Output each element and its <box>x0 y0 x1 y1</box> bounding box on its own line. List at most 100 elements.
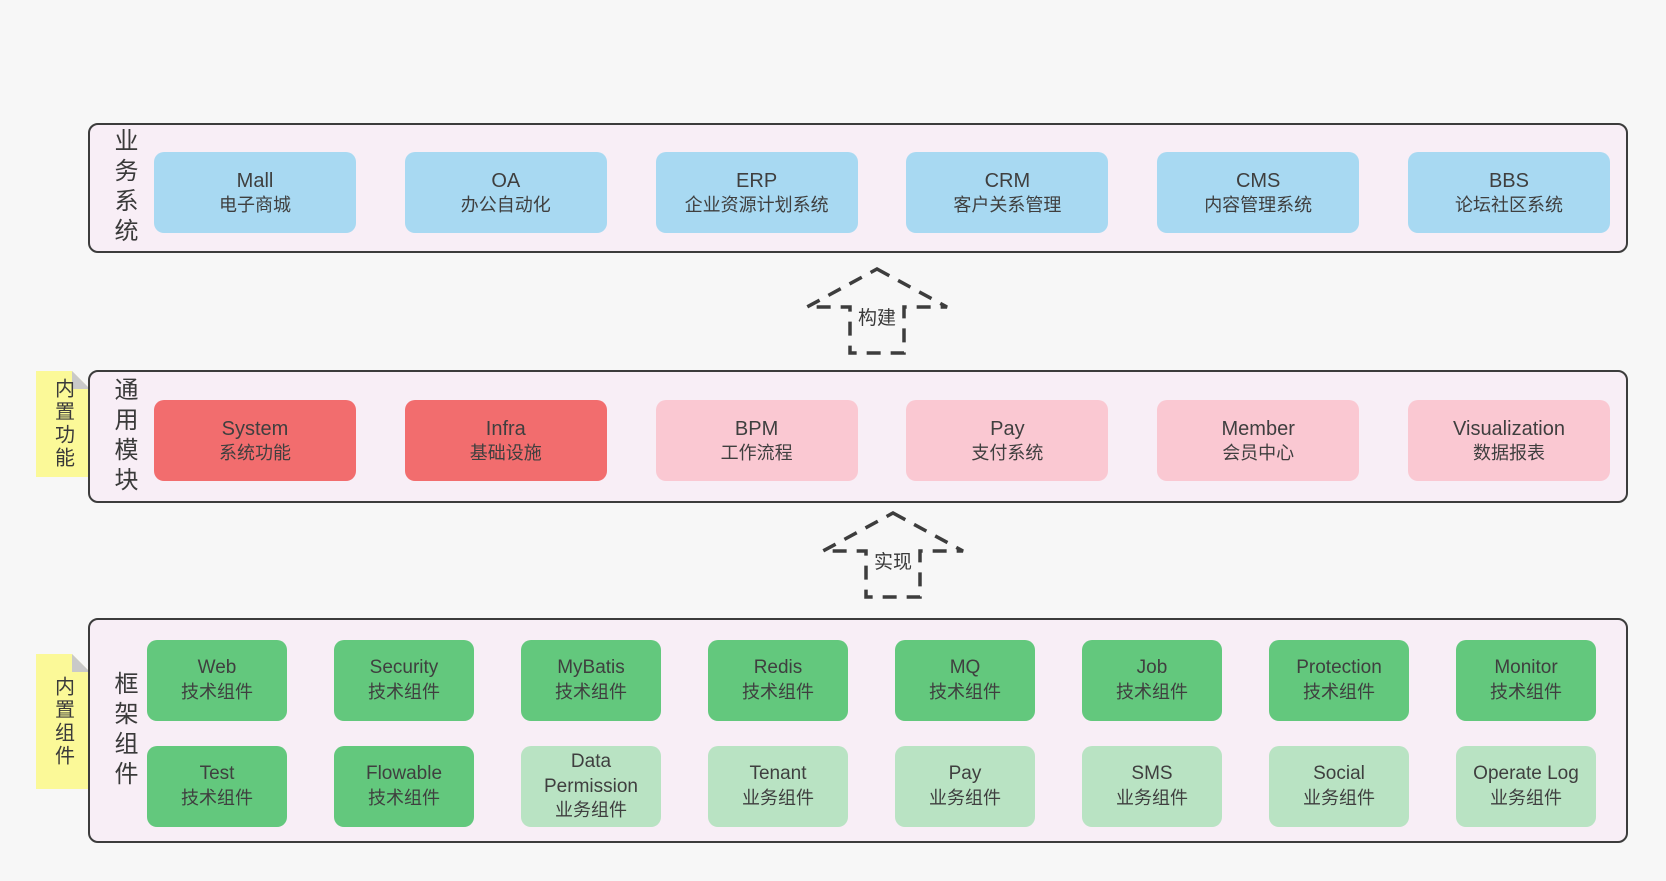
box-redis: Redis 技术组件 <box>708 640 848 721</box>
box-subtitle: 技术组件 <box>368 788 440 809</box>
box-title: Social <box>1313 763 1365 785</box>
box-cms: CMS 内容管理系统 <box>1157 152 1360 233</box>
box-title: MQ <box>949 657 981 679</box>
box-title: SMS <box>1131 763 1173 785</box>
box-subtitle: 企业资源计划系统 <box>684 194 829 215</box>
box-title: Pay <box>990 417 1025 440</box>
box-subtitle: 工作流程 <box>720 442 793 463</box>
box-tenant: Tenant 业务组件 <box>708 746 848 827</box>
box-title: BPM <box>734 417 779 440</box>
box-subtitle: 技术组件 <box>555 682 627 703</box>
sticky-note-label: 内置组件 <box>51 675 74 768</box>
box-subtitle: 基础设施 <box>469 442 542 463</box>
box-subtitle: 技术组件 <box>1490 682 1562 703</box>
box-title: Job <box>1136 657 1168 679</box>
box-subtitle: 客户关系管理 <box>953 194 1062 215</box>
box-mq: MQ 技术组件 <box>895 640 1035 721</box>
box-subtitle: 业务组件 <box>929 788 1001 809</box>
arrow-build-label: 构建 <box>853 303 901 330</box>
framework-boxes-row-1: Web 技术组件 Security 技术组件 MyBatis 技术组件 Redi… <box>147 640 1596 721</box>
box-subtitle: 论坛社区系统 <box>1454 194 1563 215</box>
box-protection: Protection 技术组件 <box>1269 640 1409 721</box>
box-erp: ERP 企业资源计划系统 <box>655 152 858 233</box>
up-arrow-icon <box>806 267 948 355</box>
box-member: Member 会员中心 <box>1157 400 1360 481</box>
box-subtitle: 业务组件 <box>742 788 814 809</box>
box-subtitle: 内容管理系统 <box>1204 194 1313 215</box>
box-title: System <box>221 417 289 440</box>
box-subtitle: 技术组件 <box>1303 682 1375 703</box>
box-operate-log: Operate Log 业务组件 <box>1456 746 1596 827</box>
box-social: Social 业务组件 <box>1269 746 1409 827</box>
layer-business-systems: 业务系统 Mall 电子商城 OA 办公自动化 ERP 企业资源计划系统 CRM… <box>88 123 1628 253</box>
box-subtitle: 数据报表 <box>1472 442 1545 463</box>
layer-framework-components: 框架组件 Web 技术组件 Security 技术组件 MyBatis 技术组件… <box>88 618 1628 843</box>
box-title: CMS <box>1235 169 1281 192</box>
layer-modules-label: 通用模块 <box>110 376 137 497</box>
box-bpm: BPM 工作流程 <box>655 400 858 481</box>
box-oa: OA 办公自动化 <box>404 152 607 233</box>
business-boxes-row: Mall 电子商城 OA 办公自动化 ERP 企业资源计划系统 CRM 客户关系… <box>154 152 1610 233</box>
framework-boxes-row-2: Test 技术组件 Flowable 技术组件 Data Permission … <box>147 746 1596 827</box>
box-pay: Pay 支付系统 <box>906 400 1109 481</box>
box-subtitle: 技术组件 <box>181 788 253 809</box>
folded-corner-icon <box>72 371 90 389</box>
box-subtitle: 技术组件 <box>742 682 814 703</box>
arrow-implement: 实现 <box>820 510 966 600</box>
box-bbs: BBS 论坛社区系统 <box>1407 152 1610 233</box>
box-title: Pay <box>948 763 982 785</box>
box-subtitle: 技术组件 <box>929 682 1001 703</box>
box-mybatis: MyBatis 技术组件 <box>521 640 661 721</box>
box-subtitle: 支付系统 <box>971 442 1044 463</box>
box-title: BBS <box>1488 169 1529 192</box>
box-security: Security 技术组件 <box>334 640 474 721</box>
box-data-permission: Data Permission 业务组件 <box>521 746 661 827</box>
modules-boxes-row: System 系统功能 Infra 基础设施 BPM 工作流程 Pay 支付系统… <box>154 400 1610 481</box>
box-title: CRM <box>984 169 1031 192</box>
box-title: Data Permission <box>544 751 638 797</box>
box-title: Protection <box>1296 657 1382 679</box>
box-subtitle: 业务组件 <box>1490 788 1562 809</box>
box-job: Job 技术组件 <box>1082 640 1222 721</box>
box-title: Member <box>1221 417 1295 440</box>
box-title: Web <box>197 657 237 679</box>
box-subtitle: 技术组件 <box>368 682 440 703</box>
layer-common-modules: 通用模块 System 系统功能 Infra 基础设施 BPM 工作流程 Pay… <box>88 370 1628 503</box>
box-title: Visualization <box>1453 417 1565 440</box>
box-web: Web 技术组件 <box>147 640 287 721</box>
box-title: Flowable <box>365 763 443 785</box>
box-subtitle: 业务组件 <box>555 800 627 821</box>
box-subtitle: 会员中心 <box>1222 442 1295 463</box>
box-subtitle: 电子商城 <box>219 194 291 215</box>
arrow-build: 构建 <box>804 266 950 356</box>
box-visualization: Visualization 数据报表 <box>1407 400 1610 481</box>
box-subtitle: 技术组件 <box>1116 682 1188 703</box>
box-test: Test 技术组件 <box>147 746 287 827</box>
box-title: Redis <box>753 657 803 679</box>
box-infra: Infra 基础设施 <box>404 400 607 481</box>
box-mall: Mall 电子商城 <box>154 152 356 233</box>
sticky-note-builtin-functions: 内置功能 <box>36 371 90 477</box>
box-crm: CRM 客户关系管理 <box>906 152 1109 233</box>
box-subtitle: 办公自动化 <box>460 194 551 215</box>
box-subtitle: 系统功能 <box>219 442 291 463</box>
box-title: Mall <box>236 169 274 192</box>
box-system: System 系统功能 <box>154 400 356 481</box>
box-subtitle: 业务组件 <box>1116 788 1188 809</box>
box-title: Operate Log <box>1473 763 1579 785</box>
sticky-note-label: 内置功能 <box>51 378 74 470</box>
layer-framework-label: 框架组件 <box>110 670 137 791</box>
box-title: Test <box>199 763 235 785</box>
box-title: Infra <box>485 417 526 440</box>
box-title: Monitor <box>1494 657 1558 679</box>
box-title: OA <box>491 169 521 192</box>
box-subtitle: 技术组件 <box>181 682 253 703</box>
box-flowable: Flowable 技术组件 <box>334 746 474 827</box>
box-sms: SMS 业务组件 <box>1082 746 1222 827</box>
box-title: Tenant <box>749 763 807 785</box>
box-subtitle: 业务组件 <box>1303 788 1375 809</box>
box-title: MyBatis <box>557 657 625 679</box>
box-monitor: Monitor 技术组件 <box>1456 640 1596 721</box>
box-pay-business: Pay 业务组件 <box>895 746 1035 827</box>
